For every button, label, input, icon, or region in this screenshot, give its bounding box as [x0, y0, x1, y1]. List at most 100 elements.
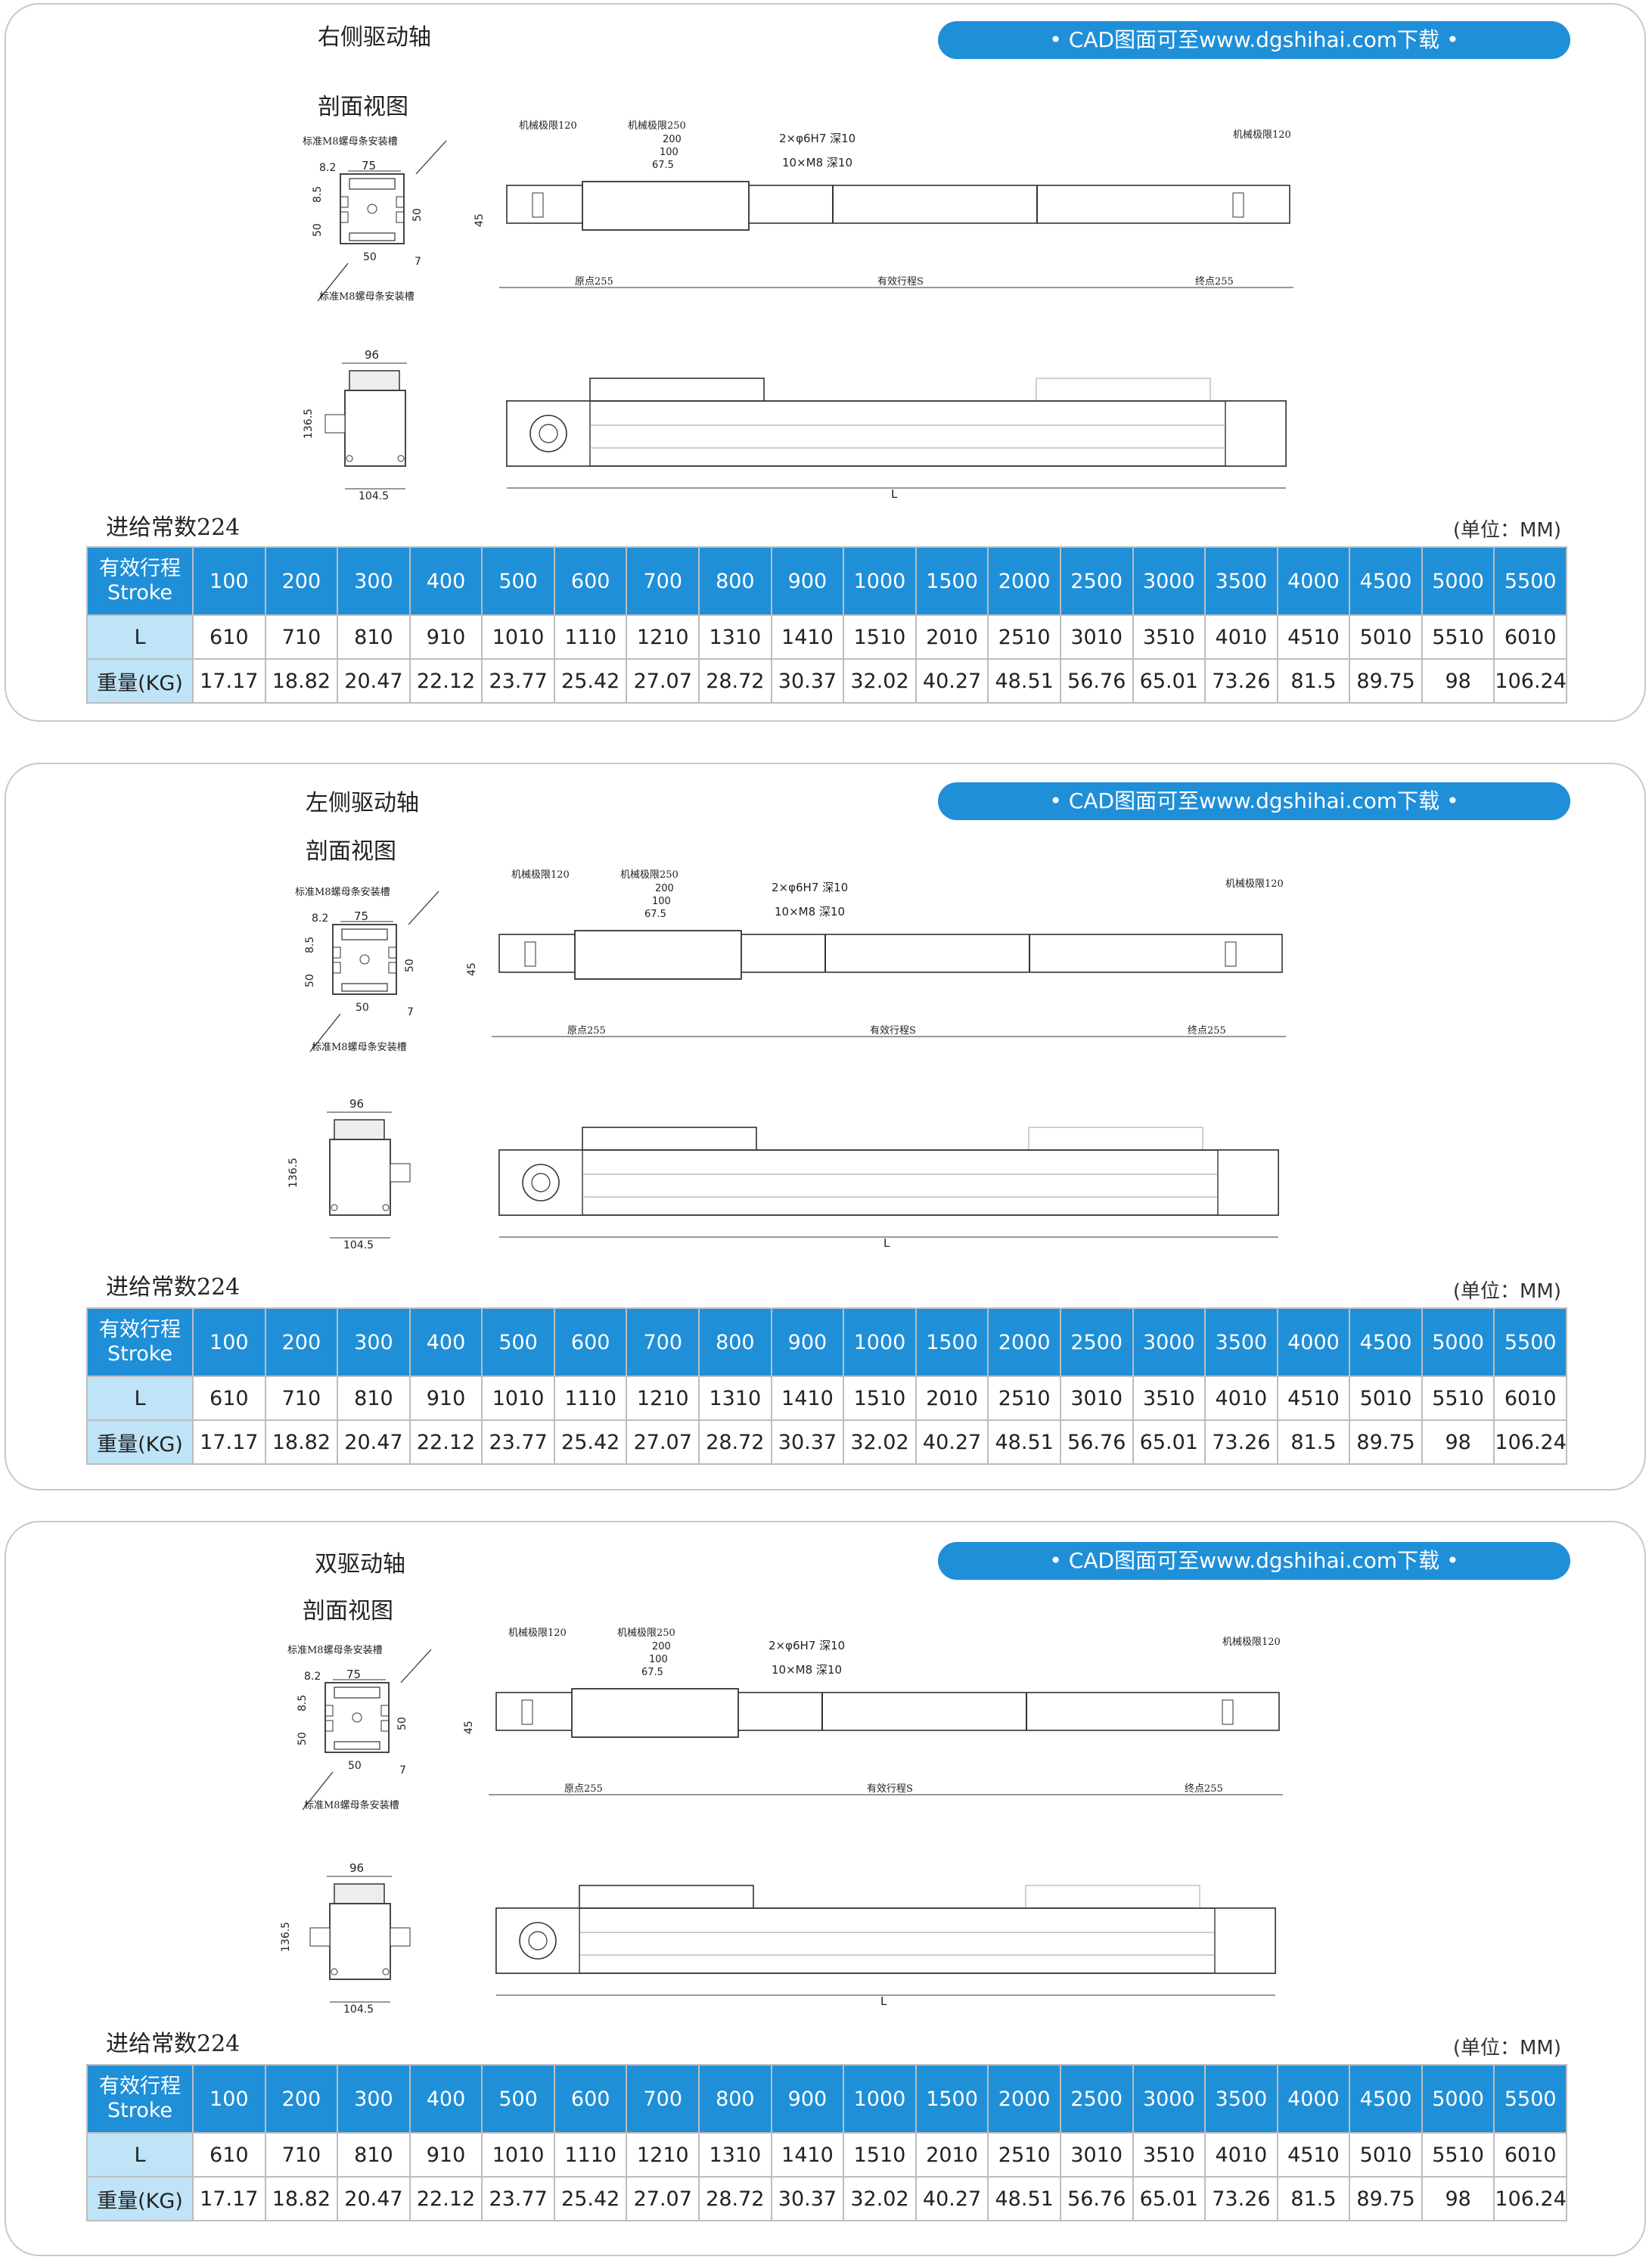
length-cell: 910	[408, 614, 483, 660]
weight-cell: 28.72	[698, 658, 772, 704]
weight-cell: 56.76	[1059, 1419, 1134, 1465]
length-cell: 1310	[698, 1376, 772, 1421]
weight-cell: 32.02	[843, 1419, 917, 1465]
stroke-cell: 4000	[1276, 1307, 1351, 1377]
weight-cell: 48.51	[987, 1419, 1061, 1465]
length-l-label: L	[880, 1994, 887, 2008]
stroke-cell: 300	[337, 2064, 411, 2134]
dim-7: 7	[399, 1764, 406, 1777]
end-point-label: 终点255	[1195, 275, 1234, 288]
length-l-label: L	[891, 487, 898, 501]
mech-limit-left: 机械极限120	[511, 869, 570, 881]
weight-cell: 23.77	[481, 658, 555, 704]
length-cell: 3010	[1059, 2132, 1134, 2178]
stroke-cell: 700	[626, 1307, 700, 1377]
weight-cell: 18.82	[264, 2176, 339, 2221]
length-cell: 3510	[1132, 2132, 1206, 2178]
stroke-cell: 900	[770, 546, 845, 616]
weight-cell: 20.47	[337, 658, 411, 704]
length-cell: 6010	[1493, 614, 1567, 660]
weight-cell: 18.82	[264, 1419, 339, 1465]
length-cell: 5010	[1349, 614, 1423, 660]
weight-cell: 81.5	[1276, 658, 1351, 704]
stroke-cell: 2500	[1059, 546, 1134, 616]
weight-cell: 30.37	[770, 1419, 845, 1465]
weight-cell: 22.12	[408, 2176, 483, 2221]
dim-75: 75	[354, 909, 368, 923]
length-cell: 910	[408, 1376, 483, 1421]
cad-download-banner[interactable]: • CAD图面可至www.dgshihai.com下载 •	[938, 21, 1570, 59]
section-view-label: 剖面视图	[303, 1598, 393, 1624]
stroke-cell: 500	[481, 1307, 555, 1377]
stroke-cell: 2000	[987, 1307, 1061, 1377]
weight-cell: 32.02	[843, 2176, 917, 2221]
dim-50-left: 50	[297, 1732, 309, 1746]
dim-8-5: 8.5	[312, 186, 324, 203]
length-cell: 1010	[481, 614, 555, 660]
length-cell: 710	[264, 614, 339, 660]
weight-cell: 32.02	[843, 658, 917, 704]
dim-50-bottom: 50	[363, 251, 377, 263]
hole-screw-note: 10×M8 深10	[782, 156, 852, 169]
cad-download-banner[interactable]: • CAD图面可至www.dgshihai.com下载 •	[938, 782, 1570, 820]
dim-45: 45	[466, 962, 478, 976]
length-cell: 2010	[914, 1376, 989, 1421]
stroke-cell: 1500	[914, 1307, 989, 1377]
weight-cell: 73.26	[1204, 2176, 1278, 2221]
section-view-label: 剖面视图	[306, 838, 396, 865]
stroke-header-cn: 有效行程	[99, 557, 181, 580]
weight-cell: 98	[1421, 2176, 1495, 2221]
weight-cell: 40.27	[914, 1419, 989, 1465]
length-cell: 1410	[770, 1376, 845, 1421]
top-view-drawing: 机械极限120 机械极限250 机械极限120 200 100 67.5 2×φ…	[474, 120, 1293, 288]
stroke-cell: 4000	[1276, 546, 1351, 616]
length-cell: 1410	[770, 614, 845, 660]
dim-67-5: 67.5	[644, 909, 666, 920]
weight-cell: 106.24	[1493, 1419, 1567, 1465]
panel-title: 双驱动轴	[315, 1551, 405, 1578]
dim-96: 96	[365, 348, 379, 362]
stroke-cell: 3000	[1132, 1307, 1206, 1377]
stroke-cell: 900	[770, 1307, 845, 1377]
length-cell: 1310	[698, 2132, 772, 2178]
weight-cell: 20.47	[337, 1419, 411, 1465]
stroke-header-en: Stroke	[107, 1342, 173, 1366]
hole-pin-note: 2×φ6H7 深10	[769, 1639, 845, 1652]
weight-header: 重量(KG)	[86, 658, 194, 704]
feed-constant: 进给常数224	[106, 2031, 241, 2057]
length-cell: 2010	[914, 614, 989, 660]
stroke-cell: 3500	[1204, 546, 1278, 616]
weight-cell: 27.07	[626, 1419, 700, 1465]
weight-header: 重量(KG)	[86, 1419, 194, 1465]
stroke-cell: 5000	[1421, 546, 1495, 616]
weight-header: 重量(KG)	[86, 2176, 194, 2221]
dim-45: 45	[474, 213, 486, 227]
panel-title: 右侧驱动轴	[318, 24, 431, 51]
stroke-cell: 5000	[1421, 1307, 1495, 1377]
length-cell: 6010	[1493, 1376, 1567, 1421]
weight-cell: 27.07	[626, 658, 700, 704]
dim-67-5: 67.5	[641, 1667, 663, 1678]
stroke-cell: 100	[192, 2064, 266, 2134]
mech-limit-250: 机械极限250	[620, 869, 678, 881]
stroke-cell: 200	[264, 546, 339, 616]
stroke-cell: 600	[553, 2064, 628, 2134]
dim-45: 45	[463, 1721, 475, 1734]
mech-limit-right: 机械极限120	[1225, 878, 1284, 890]
length-cell: 5510	[1421, 614, 1495, 660]
stroke-cell: 800	[698, 2064, 772, 2134]
dim-100: 100	[652, 896, 671, 907]
cad-download-banner[interactable]: • CAD图面可至www.dgshihai.com下载 •	[938, 1542, 1570, 1580]
hole-pin-note: 2×φ6H7 深10	[779, 132, 856, 145]
weight-cell: 89.75	[1349, 2176, 1423, 2221]
stroke-cell: 5500	[1493, 2064, 1567, 2134]
stroke-header-en: Stroke	[107, 581, 173, 605]
stroke-cell: 1000	[843, 1307, 917, 1377]
weight-cell: 65.01	[1132, 658, 1206, 704]
stroke-cell: 400	[408, 546, 483, 616]
